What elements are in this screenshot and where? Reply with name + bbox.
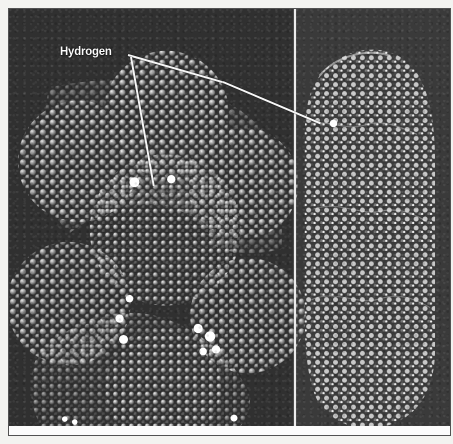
molecular-image: Hydrogen xyxy=(8,8,451,436)
molecular-model-illustration xyxy=(9,9,450,435)
hydrogen-label: Hydrogen xyxy=(60,44,112,58)
right-molecular-model xyxy=(305,50,435,428)
bottom-border xyxy=(9,426,450,435)
image-divider-line xyxy=(294,9,296,436)
